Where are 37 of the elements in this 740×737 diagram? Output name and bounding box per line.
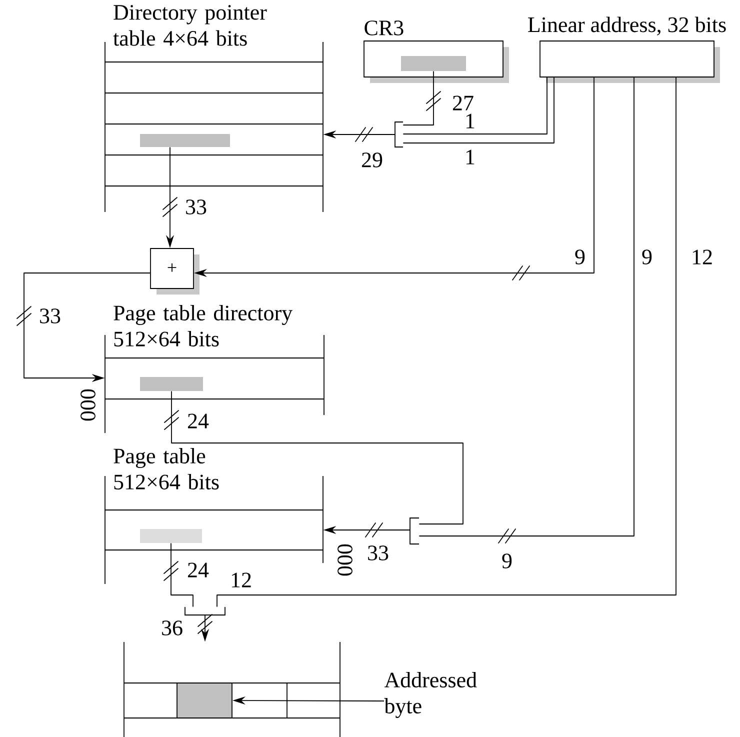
- bus-line: [164, 390, 464, 524]
- edge-label: 24: [188, 562, 209, 578]
- zero-bits-label: 000: [338, 544, 352, 576]
- edge-label: 12: [232, 572, 251, 588]
- edge-label: 1: [466, 114, 474, 128]
- table-entry: [140, 377, 203, 391]
- edge-label: 9: [502, 554, 512, 568]
- edge-label: 33: [186, 200, 206, 214]
- edge-label: 29: [362, 152, 382, 168]
- bit-width-label: 9: [642, 250, 652, 264]
- bus-line: [402, 70, 441, 126]
- callout-text: Addressed byte: [384, 672, 477, 718]
- bit-concatenation-bracket: [394, 122, 404, 148]
- bit-concatenation-bracket: [410, 518, 420, 544]
- edge-label: 36: [162, 620, 182, 636]
- node-label: Linear address, 32 bits: [528, 16, 726, 36]
- table-entry: [401, 56, 466, 71]
- bus-line: [402, 77, 548, 134]
- register-box: Linear address, 32 bits: [528, 16, 726, 83]
- table-entry: [140, 529, 202, 543]
- edge-label: 33: [368, 546, 388, 560]
- bus-line: [402, 77, 554, 144]
- bus-line: [216, 77, 676, 608]
- edge-label: 33: [40, 308, 60, 324]
- edge-label: 24: [188, 414, 209, 428]
- edge-label: 9: [575, 250, 585, 264]
- edge-label: 27: [452, 96, 474, 110]
- table-entry: [140, 134, 230, 147]
- bit-width-label: 12: [692, 250, 712, 264]
- zero-bits-label: 000: [80, 389, 96, 421]
- bit-concatenation-bracket: [184, 606, 226, 616]
- bus-line: [418, 77, 634, 544]
- node-label: CR3: [364, 20, 404, 36]
- byte-cell: [176, 682, 232, 718]
- edge-label: 1: [466, 150, 474, 164]
- bus-line: [164, 542, 194, 608]
- adder-box: +: [150, 248, 200, 294]
